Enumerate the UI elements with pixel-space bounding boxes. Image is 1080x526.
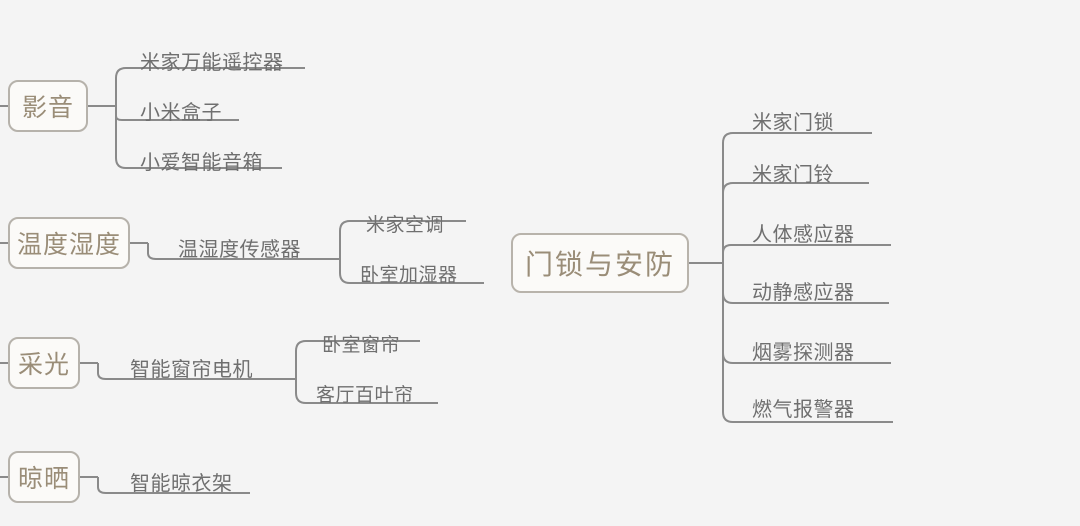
center-node-security[interactable]: 门锁与安防 (511, 233, 689, 293)
category-node-drying[interactable]: 晾晒 (8, 451, 80, 503)
branch-label-security-1[interactable]: 米家门锁 (752, 106, 834, 135)
branch-label-text: 人体感应器 (752, 222, 855, 246)
branch-label-text: 动静感应器 (752, 280, 855, 304)
branch-label-text: 温湿度传感器 (178, 237, 301, 261)
category-label: 影音 (21, 93, 74, 122)
branch-label-av-2[interactable]: 小米盒子 (140, 96, 222, 125)
branch-label-lighting-1[interactable]: 智能窗帘电机 (130, 353, 253, 382)
category-label: 晾晒 (17, 464, 70, 493)
wire-temp-child-1 (339, 220, 466, 259)
center-node-label: 门锁与安防 (524, 248, 675, 281)
wire-light-child-1 (295, 340, 420, 379)
wire-sec-bracket-6 (722, 263, 893, 423)
branch-label-text: 小米盒子 (140, 100, 222, 124)
branch-label-lighting-child-2[interactable]: 客厅百叶帘 (316, 380, 414, 407)
branch-label-text: 卧室窗帘 (322, 334, 401, 356)
wire-dry-step (97, 477, 250, 494)
branch-label-drying-1[interactable]: 智能晾衣架 (130, 467, 233, 496)
branch-label-security-2[interactable]: 米家门铃 (752, 158, 834, 187)
wire-av-bracket-1 (115, 67, 305, 106)
category-label: 温度湿度 (16, 230, 121, 259)
branch-label-security-6[interactable]: 燃气报警器 (752, 393, 855, 422)
branch-label-security-3[interactable]: 人体感应器 (752, 218, 855, 247)
branch-label-text: 米家门铃 (752, 162, 834, 186)
wire-sec-bracket-1 (722, 132, 872, 263)
category-node-lighting[interactable]: 采光 (8, 337, 80, 389)
branch-label-text: 小爱智能音箱 (140, 150, 263, 174)
wire-light-child-2 (295, 379, 438, 404)
wire-sec-bracket-3 (722, 244, 891, 263)
branch-label-text: 米家门锁 (752, 110, 834, 134)
category-label: 采光 (17, 350, 70, 379)
branch-label-temperature-child-1[interactable]: 米家空调 (366, 210, 444, 237)
wire-temp-step (147, 243, 340, 260)
branch-label-text: 燃气报警器 (752, 397, 855, 421)
branch-label-av-3[interactable]: 小爱智能音箱 (140, 146, 263, 175)
branch-label-text: 卧室加湿器 (360, 264, 458, 286)
branch-label-temperature-child-2[interactable]: 卧室加湿器 (360, 260, 458, 287)
wire-temp-child-2 (339, 259, 484, 284)
branch-label-text: 米家万能遥控器 (140, 50, 284, 74)
category-node-av[interactable]: 影音 (8, 80, 88, 132)
wire-sec-bracket-2 (722, 182, 869, 263)
branch-label-av-1[interactable]: 米家万能遥控器 (140, 46, 284, 75)
branch-label-security-4[interactable]: 动静感应器 (752, 276, 855, 305)
wire-light-step (97, 363, 296, 380)
branch-label-security-5[interactable]: 烟雾探测器 (752, 336, 855, 365)
branch-label-text: 客厅百叶帘 (316, 384, 414, 406)
branch-label-text: 米家空调 (366, 214, 445, 236)
category-node-temperature[interactable]: 温度湿度 (8, 217, 130, 269)
wire-av-bracket-3 (115, 106, 282, 169)
branch-label-temperature-1[interactable]: 温湿度传感器 (178, 233, 301, 262)
branch-label-lighting-child-1[interactable]: 卧室窗帘 (322, 330, 400, 357)
branch-label-text: 智能窗帘电机 (130, 357, 253, 381)
branch-label-text: 智能晾衣架 (130, 471, 233, 495)
branch-label-text: 烟雾探测器 (752, 340, 855, 364)
